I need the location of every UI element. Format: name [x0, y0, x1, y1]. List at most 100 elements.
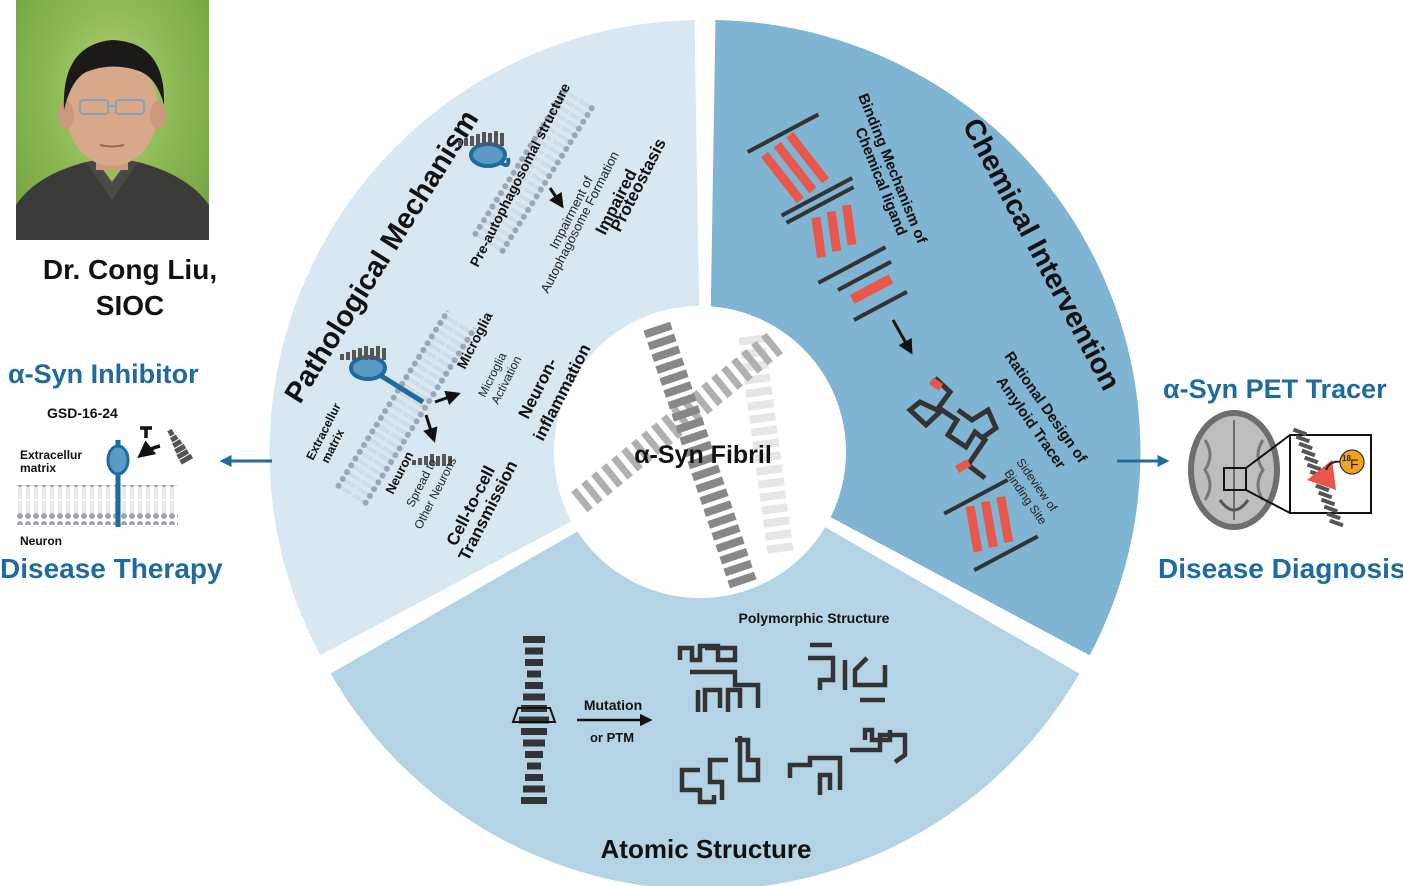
sideview-binding-icon: [943, 478, 1039, 572]
amyloid-fold-icon: [906, 376, 1000, 480]
fibril-segment: [738, 334, 766, 346]
fibril-segment: [675, 416, 705, 434]
tracer-fibril-segment: [1303, 455, 1319, 465]
fibril-strand-dark: [643, 321, 757, 589]
binding-site-2-icon: [785, 185, 887, 285]
tracer-fibril-segment: [1329, 518, 1344, 528]
fluorine-18-badge: [1339, 449, 1365, 475]
arrow-design-icon: [891, 319, 913, 355]
fibril-segment: [707, 512, 737, 529]
tracer-fibril-segment: [1326, 511, 1341, 521]
fibril-segment: [766, 542, 794, 554]
stack-layer: [523, 785, 545, 793]
stack-layer: [525, 647, 543, 655]
ligand-mark-1: [928, 377, 944, 391]
fibril-segment: [659, 369, 689, 386]
tracer-fibril-segment: [1306, 462, 1322, 472]
fibril-segment: [711, 373, 733, 399]
fibril-segment: [651, 345, 681, 363]
stack-layer: [523, 636, 545, 643]
fibril-segment: [754, 451, 782, 463]
fibril-segment: [671, 405, 701, 422]
fibril-segment: [667, 393, 697, 410]
fibril-segment: [745, 386, 773, 398]
fibril-segment: [731, 357, 753, 382]
binding-arrow-icon: [137, 440, 161, 459]
binding-site-3-icon: [837, 260, 908, 322]
ptm-label: or PTM: [590, 730, 634, 745]
fibril-segment: [699, 488, 729, 505]
person-silhouette-icon: [16, 40, 209, 240]
fibril-segment: [701, 381, 723, 407]
fibril-segment: [611, 455, 633, 480]
fibril-segment: [601, 463, 623, 488]
fibril-segment: [761, 332, 783, 358]
fibril-segment: [571, 487, 593, 513]
polymorph-fold-3: [679, 736, 761, 805]
stack-layer: [525, 751, 543, 758]
inhibit-bar-icon: [140, 426, 152, 438]
zoom-line-top: [1245, 434, 1291, 469]
fibril-segment: [647, 333, 677, 351]
fibril-segment: [691, 389, 713, 415]
autophagy-protein-icon: [458, 131, 511, 168]
stack-layer: [525, 774, 543, 781]
center-label: α-Syn Fibril: [634, 441, 772, 469]
fibril-segment: [711, 524, 741, 541]
inhibitor-fibril-icon: [167, 428, 194, 465]
fibril-segment: [621, 446, 643, 472]
tracer-fibril-segment: [1315, 483, 1330, 493]
inhibitor-title: α-Syn Inhibitor: [8, 359, 199, 389]
fibril-segment: [727, 571, 757, 589]
ligand-mark-2: [954, 459, 972, 473]
tracer-fibril-segment: [1295, 434, 1311, 444]
tracer-fibril-segment: [1320, 497, 1336, 507]
stack-layer: [525, 659, 543, 666]
fibril-segment: [581, 479, 603, 505]
atomic-title: Atomic Structure: [601, 834, 812, 864]
fibril-segment: [749, 412, 776, 424]
pet-illustration: 18 F: [1188, 410, 1372, 530]
tracer-fibril-segment: [1301, 448, 1316, 458]
pet-tracer-title: α-Syn PET Tracer: [1163, 374, 1387, 404]
fibril-segment: [752, 438, 780, 450]
tracer-fibril-segment: [1298, 441, 1313, 451]
fibril-segment: [643, 321, 673, 339]
inhibitor-neuron-label: Neuron: [20, 534, 62, 548]
fibril-segment: [756, 464, 783, 476]
stack-layer: [525, 682, 543, 689]
stack-layer: [523, 693, 545, 701]
fibril-segment: [661, 414, 683, 439]
mutation-label: Mutation: [584, 697, 642, 713]
tracer-fibril-segment: [1317, 490, 1333, 500]
stack-layer: [523, 739, 545, 747]
brain-roi-box: [1223, 467, 1247, 491]
fibril-segment: [641, 430, 663, 456]
arrow-impairment-icon: [548, 187, 564, 209]
polymorphic-label: Polymorphic Structure: [739, 610, 890, 626]
fibril-strand-mid: [571, 332, 783, 513]
polymorph-folds: [677, 642, 908, 805]
fibril-segment: [741, 349, 763, 374]
arrow-microglia-icon: [434, 390, 461, 406]
fibril-segment: [691, 464, 721, 482]
fibril-segment: [679, 428, 709, 446]
atomic-content: Polymorphic Structure Mutation or PTM At…: [511, 610, 908, 864]
fibril-segment: [763, 516, 790, 528]
fibril-segment: [751, 340, 773, 366]
fibril-segment: [655, 357, 685, 374]
inhibitor-receptor-icon: [106, 444, 130, 476]
polymorph-fold-1: [677, 643, 761, 712]
fibril-segment: [683, 440, 713, 458]
stack-layer: [519, 716, 549, 724]
inhibitor-extracellular-label-2: matrix: [20, 461, 56, 475]
fibril-segment: [719, 547, 749, 565]
spreading-fibril-icon: [412, 454, 452, 466]
inhibitor-membrane: [16, 485, 178, 525]
fibril-segment: [764, 529, 792, 541]
inhibitor-extracellular-label-1: Extracellur: [20, 448, 82, 462]
stack-layer: [521, 728, 547, 735]
polymorph-fold-2: [808, 642, 888, 703]
fibril-segment: [759, 490, 787, 502]
